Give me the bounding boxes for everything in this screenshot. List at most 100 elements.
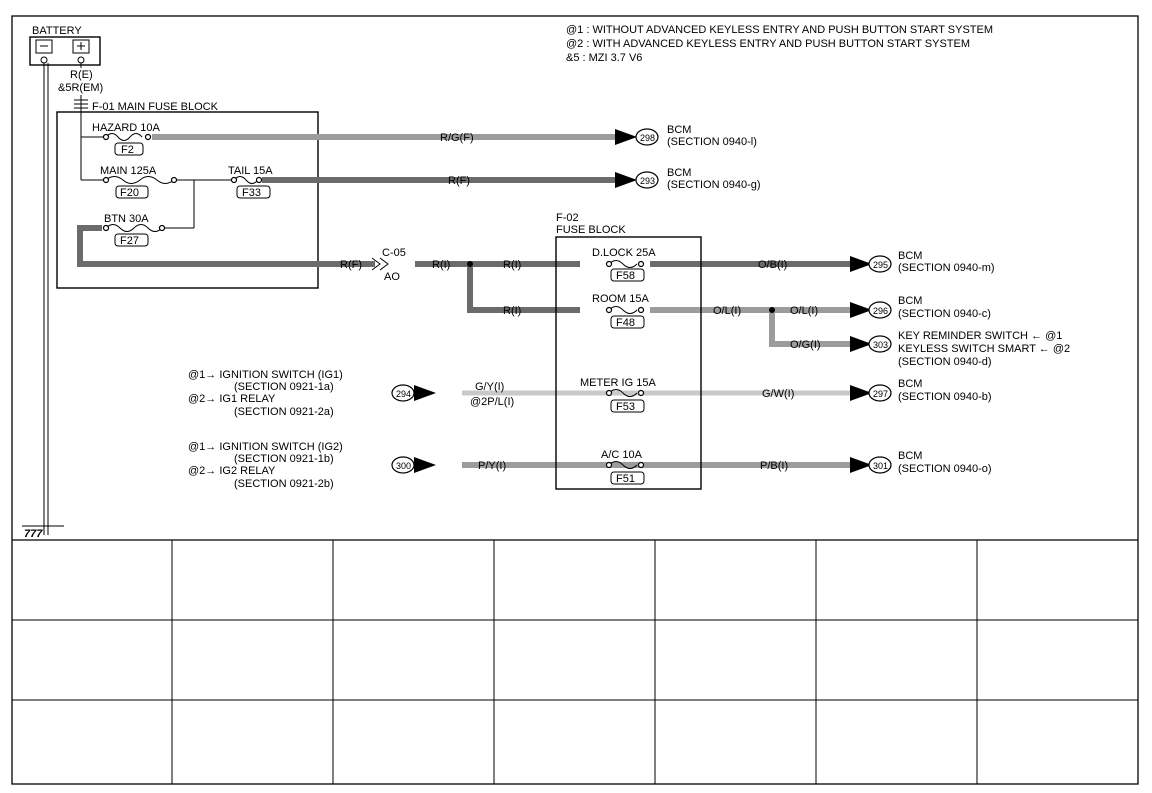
svg-text:301: 301 [873,461,888,471]
legend: @1 : WITHOUT ADVANCED KEYLESS ENTRY AND … [566,24,993,64]
wire-btn [77,225,375,267]
svg-text:(SECTION 0921-1a): (SECTION 0921-1a) [234,381,334,393]
wire-c05-out [415,261,580,313]
legend-item: &5 : MZI 3.7 V6 [566,52,642,64]
wire-label: R(F) [340,259,362,271]
svg-text:(SECTION 0940-g): (SECTION 0940-g) [667,179,761,191]
svg-text:METER IG 15A: METER IG 15A [580,377,656,389]
svg-text:@2→ IG2 RELAY: @2→ IG2 RELAY [188,465,276,477]
svg-text:TAIL 15A: TAIL 15A [228,165,273,177]
dest-297: 297 BCM (SECTION 0940-b) [850,378,992,403]
wire-label: O/L(I) [790,305,818,317]
wire-label: O/G(I) [790,339,821,351]
battery: BATTERY R(E) &5R(EM) [29,25,103,94]
wire-label: @2P/L(I) [470,396,514,408]
legend-item: @1 : WITHOUT ADVANCED KEYLESS ENTRY AND … [566,24,993,36]
wire-label: G/W(I) [762,388,794,400]
svg-text:(SECTION 0940-o): (SECTION 0940-o) [898,463,992,475]
dest-293: 293 BCM (SECTION 0940-g) [615,167,761,191]
svg-text:BCM: BCM [898,250,922,262]
svg-text:BCM: BCM [667,124,691,136]
battery-positive-icon [72,39,90,54]
battery-negative-icon [35,39,53,54]
svg-text:(SECTION 0921-2b): (SECTION 0921-2b) [234,478,334,490]
wire-label: O/L(I) [713,305,741,317]
connector-chevron-icon [371,257,389,271]
dest-296: 296 BCM (SECTION 0940-c) [850,295,991,320]
svg-text:298: 298 [640,133,655,143]
svg-text:(SECTION 0940-d): (SECTION 0940-d) [898,356,992,368]
dest-303: 303 KEY REMINDER SWITCH ← @1 KEYLESS SWI… [850,330,1070,368]
wire-label: R(I) [503,259,521,271]
svg-text:293: 293 [640,176,655,186]
svg-text:C-05: C-05 [382,247,406,259]
fuse-ac: A/C 10A F51 [601,449,645,485]
svg-text:294: 294 [396,389,411,399]
svg-text:(SECTION 0940-l): (SECTION 0940-l) [667,136,757,148]
main-fuse-block-label: F-01 MAIN FUSE BLOCK [92,101,219,113]
svg-text:AO: AO [384,271,400,283]
fuse-block-f02 [555,236,702,490]
svg-text:@1→ IGNITION SWITCH (IG1): @1→ IGNITION SWITCH (IG1) [188,369,343,381]
svg-text:ROOM 15A: ROOM 15A [592,293,650,305]
battery-wire-label-v6: &5R(EM) [58,82,103,94]
fuse-block-id: F-02 [556,212,579,224]
svg-text:@2→ IG1 RELAY: @2→ IG1 RELAY [188,393,276,405]
svg-text:MAIN 125A: MAIN 125A [100,165,157,177]
wire-label: P/B(I) [760,460,788,472]
dest-301: 301 BCM (SECTION 0940-o) [850,450,992,475]
source-294: @1→ IGNITION SWITCH (IG1) (SECTION 0921-… [188,369,436,418]
outer-frame [11,15,1139,785]
svg-text:F2: F2 [121,144,134,156]
dest-298: 298 BCM (SECTION 0940-l) [615,124,757,148]
svg-text:D.LOCK 25A: D.LOCK 25A [592,247,656,259]
svg-text:F33: F33 [242,187,261,199]
wire-label: R(F) [448,175,470,187]
wire-room-out [650,307,850,347]
wire-label: O/B(I) [758,259,787,271]
svg-text:F58: F58 [616,270,635,282]
wire-label: R(I) [432,259,450,271]
svg-text:BTN 30A: BTN 30A [104,213,149,225]
svg-text:296: 296 [873,306,888,316]
svg-text:300: 300 [396,461,411,471]
svg-text:F48: F48 [616,317,635,329]
dest-295: 295 BCM (SECTION 0940-m) [850,250,995,274]
svg-text:A/C 10A: A/C 10A [601,449,643,461]
svg-text:@1→ IGNITION SWITCH (IG2): @1→ IGNITION SWITCH (IG2) [188,441,343,453]
svg-text:BCM: BCM [898,450,922,462]
svg-text:(SECTION 0921-2a): (SECTION 0921-2a) [234,406,334,418]
svg-text:(SECTION 0940-m): (SECTION 0940-m) [898,262,995,274]
svg-text:295: 295 [873,260,888,270]
fuse-tail: TAIL 15A F33 [228,165,273,199]
svg-text:F53: F53 [616,401,635,413]
svg-text:(SECTION 0940-c): (SECTION 0940-c) [898,308,991,320]
main-fuse-block [56,111,319,289]
wire-label: P/Y(I) [478,460,506,472]
ground-icon: 777 [24,528,43,540]
legend-item: @2 : WITH ADVANCED KEYLESS ENTRY AND PUS… [566,38,970,50]
connector-c05: C-05 AO [371,247,406,283]
svg-text:HAZARD 10A: HAZARD 10A [92,122,161,134]
fuse-dlock: D.LOCK 25A F58 [592,247,656,282]
fuse-block-label: FUSE BLOCK [556,224,626,236]
svg-text:F27: F27 [120,235,139,247]
wire-stub-icon [74,99,88,109]
svg-text:BCM: BCM [898,295,922,307]
battery-label: BATTERY [32,25,82,37]
svg-text:BCM: BCM [667,167,691,179]
svg-text:BCM: BCM [898,378,922,390]
fuse-room: ROOM 15A F48 [592,293,650,329]
battery-wire-label: R(E) [70,69,93,81]
svg-text:KEYLESS SWITCH SMART ← @2: KEYLESS SWITCH SMART ← @2 [898,343,1070,355]
svg-text:F20: F20 [120,187,139,199]
svg-text:F51: F51 [616,473,635,485]
grid-columns [171,540,978,784]
fuse-btn: BTN 30A F27 [102,213,166,247]
svg-text:303: 303 [873,340,888,350]
wire-label: R/G(F) [440,132,474,144]
source-300: @1→ IGNITION SWITCH (IG2) (SECTION 0921-… [188,441,436,490]
svg-text:(SECTION 0940-b): (SECTION 0940-b) [898,391,992,403]
